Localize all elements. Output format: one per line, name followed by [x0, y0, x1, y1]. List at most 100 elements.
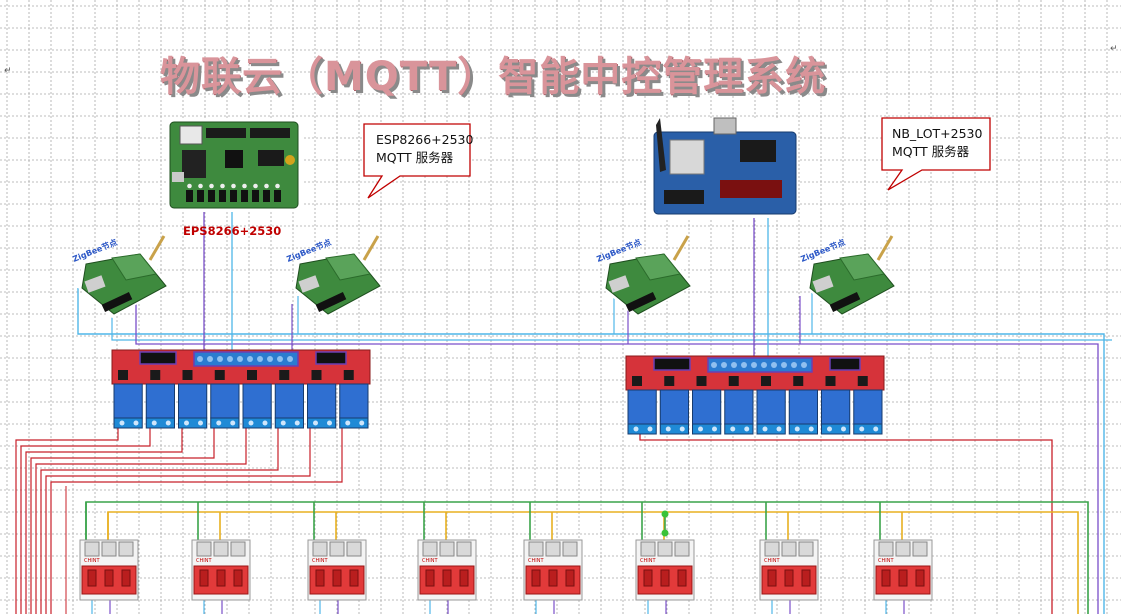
terminal-screw	[712, 426, 717, 432]
terminal-screw	[257, 356, 263, 362]
terminal-screw	[133, 420, 139, 426]
breaker-toggle	[531, 569, 541, 587]
breaker-toggle	[881, 569, 891, 587]
breaker-terminal	[657, 541, 673, 557]
terminal-screw	[227, 356, 233, 362]
zigbee-usb	[812, 275, 834, 293]
wire-red	[40, 428, 279, 614]
relay-terminal	[145, 417, 175, 429]
terminal-screw	[698, 426, 703, 432]
terminal-screw	[287, 356, 293, 362]
breaker-brand: CHINT	[528, 558, 544, 564]
zigbee-node: ZigBee节点	[595, 235, 694, 318]
breaker-toggle	[349, 569, 359, 587]
relay-block	[113, 383, 143, 419]
relay-transistor	[857, 376, 868, 386]
board-led	[231, 183, 236, 189]
relay-terminal	[274, 417, 304, 429]
wire-red	[15, 428, 119, 614]
terminal-screw	[217, 356, 223, 362]
breaker-terminal	[674, 541, 690, 557]
breaker-toggle	[216, 569, 226, 587]
relay-block	[339, 383, 369, 419]
relay-block	[242, 383, 272, 419]
circuit-breaker: CHINT	[759, 539, 819, 601]
wire-red	[30, 428, 215, 614]
terminal-screw	[808, 426, 814, 432]
relay-transistor	[343, 370, 354, 380]
zigbee-module	[839, 253, 885, 281]
junction-dot	[661, 510, 669, 518]
terminal-screw	[762, 426, 768, 432]
terminal-screw	[280, 420, 286, 426]
junction-dot	[661, 529, 669, 537]
zigbee-module	[635, 253, 681, 281]
zigbee-node: ZigBee节点	[285, 235, 384, 318]
relay-transistor	[279, 370, 290, 380]
relay-terminal	[113, 417, 143, 429]
zigbee-antenna	[876, 235, 894, 261]
relay-terminal	[627, 423, 657, 435]
board-button	[219, 190, 226, 202]
zigbee-module	[325, 253, 371, 281]
breaker-toggle	[565, 569, 575, 587]
breaker-brand: CHINT	[764, 558, 780, 564]
zigbee-module	[111, 253, 157, 281]
relay-terminal-block	[707, 357, 813, 373]
breaker-toggle	[801, 569, 811, 587]
board-led	[275, 183, 280, 189]
relay-header-left	[139, 351, 177, 365]
breaker-terminal	[764, 541, 780, 557]
terminal-screw	[165, 420, 171, 426]
relay-block	[724, 389, 754, 425]
wire-red	[639, 434, 1053, 614]
board-button	[252, 190, 259, 202]
relay-terminal	[307, 417, 337, 429]
board-button	[197, 190, 204, 202]
breaker-terminal	[912, 541, 928, 557]
breaker-toggle	[87, 569, 97, 587]
breaker-terminal	[528, 541, 544, 557]
terminal-screw	[873, 426, 879, 432]
right-callout-box	[881, 117, 991, 191]
relay-transistor	[664, 376, 675, 386]
terminal-screw	[841, 426, 846, 432]
zigbee-header	[625, 292, 657, 312]
terminal-screw	[781, 362, 787, 368]
terminal-screw	[248, 420, 254, 426]
breaker-terminal	[196, 541, 212, 557]
breaker-toggle	[548, 569, 558, 587]
breaker-toggle	[677, 569, 687, 587]
terminal-screw	[665, 426, 671, 432]
terminal-screw	[794, 426, 800, 432]
relay-terminal	[210, 417, 240, 429]
relay-terminal	[242, 417, 272, 429]
terminal-screw	[730, 426, 736, 432]
circuit-breaker: CHINT	[635, 539, 695, 601]
circuit-breaker: CHINT	[307, 539, 367, 601]
board-button	[274, 190, 281, 202]
paragraph-mark: ↵	[1110, 44, 1118, 54]
terminal-screw	[247, 356, 253, 362]
terminal-screw	[791, 362, 797, 368]
terminal-screw	[230, 420, 236, 426]
relay-terminal	[788, 423, 818, 435]
relay-block	[788, 389, 818, 425]
relay-terminal-block	[193, 351, 299, 367]
zigbee-usb	[608, 275, 630, 293]
breaker-terminal	[118, 541, 134, 557]
breaker-toggle	[459, 569, 469, 587]
terminal-screw	[679, 426, 685, 432]
relay-terminal	[724, 423, 754, 435]
wire-purple	[135, 300, 1099, 614]
breaker-terminal	[312, 541, 328, 557]
relay-board-left	[111, 349, 371, 429]
terminal-screw	[267, 356, 273, 362]
relay-transistor	[761, 376, 771, 386]
relay-block	[756, 389, 786, 425]
zigbee-antenna	[672, 235, 690, 261]
breaker-brand: CHINT	[640, 558, 656, 564]
terminal-screw	[731, 362, 737, 368]
terminal-screw	[216, 420, 222, 426]
terminal-screw	[262, 420, 268, 426]
